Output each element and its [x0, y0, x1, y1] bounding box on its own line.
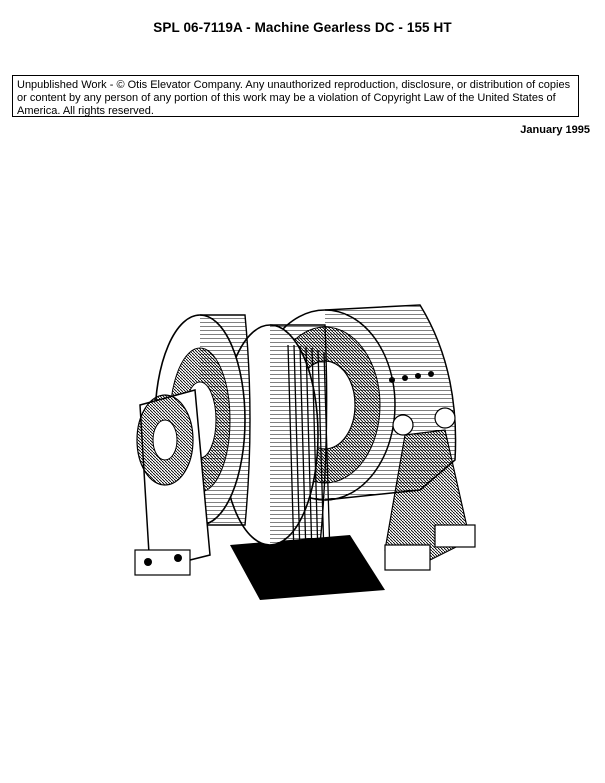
copyright-notice: Unpublished Work - © Otis Elevator Compa… — [12, 75, 579, 117]
document-title: SPL 06-7119A - Machine Gearless DC - 155… — [153, 20, 452, 35]
terminal-box-1 — [392, 414, 414, 436]
machine-illustration — [134, 304, 476, 600]
document-date: January 1995 — [520, 124, 590, 136]
ground-shadow — [230, 535, 385, 600]
terminal-box-2 — [434, 407, 456, 429]
hoist-ropes — [287, 344, 332, 591]
